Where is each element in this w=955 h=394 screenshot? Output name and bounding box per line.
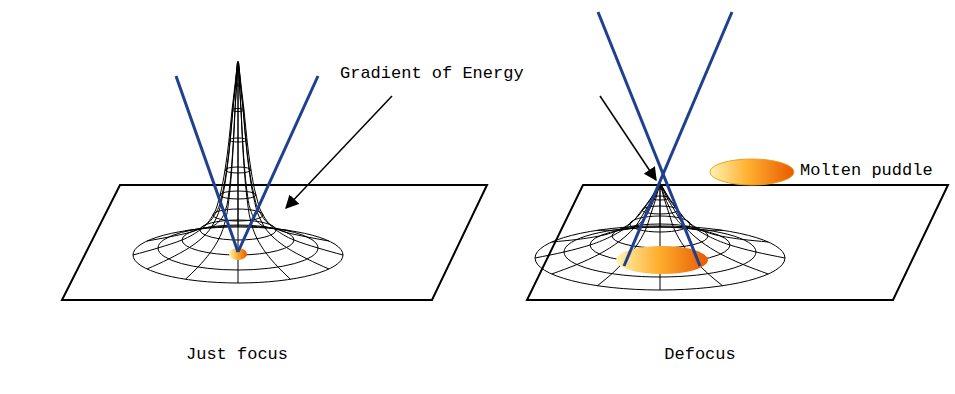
cone-meridian — [133, 62, 238, 255]
energy-cone — [535, 184, 785, 290]
laser-beam — [176, 76, 238, 252]
caption-label: Defocus — [664, 345, 735, 365]
work-plane — [62, 185, 487, 300]
caption-label: Just focus — [186, 345, 288, 365]
work-plane — [527, 185, 948, 300]
cone-meridian — [186, 62, 238, 279]
cone-meridian — [660, 184, 768, 242]
cone-meridian — [535, 184, 660, 258]
cone-meridian — [238, 62, 290, 279]
leader-arrow — [286, 96, 392, 208]
cone-meridian — [661, 184, 786, 258]
cone-meridian — [552, 184, 660, 242]
cone-meridian — [239, 62, 344, 255]
cone-meridian — [147, 62, 238, 269]
legend-text: Molten puddle — [800, 161, 933, 181]
energy-cone — [133, 62, 343, 283]
cone-meridian — [238, 62, 329, 269]
cone-meridian — [186, 62, 238, 231]
laser-beam — [624, 12, 732, 266]
leader-arrow — [600, 96, 656, 180]
laser-beam — [598, 12, 700, 266]
laser-beam — [238, 76, 318, 252]
cone-meridian — [238, 62, 239, 227]
cone-meridian — [660, 184, 661, 290]
callout-label: Gradient of Energy — [340, 64, 524, 84]
legend-swatch — [710, 159, 794, 185]
cone-meridian — [660, 184, 661, 227]
